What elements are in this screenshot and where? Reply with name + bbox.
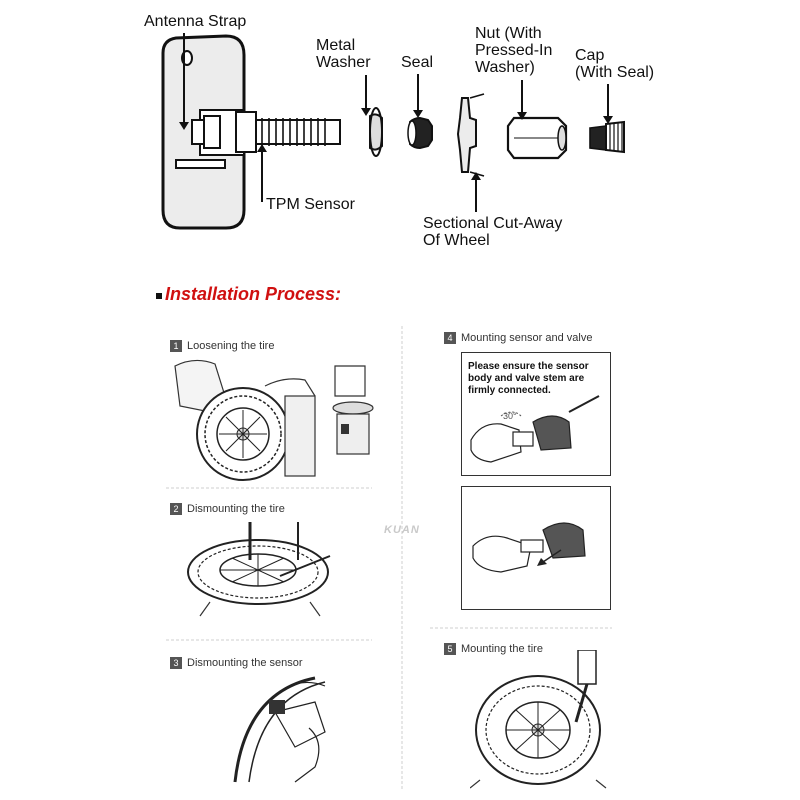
cap <box>589 120 625 154</box>
installation-title-text: Installation Process: <box>165 284 342 304</box>
antenna-strap-label: Antenna Strap <box>144 13 247 30</box>
step-3-label: Dismounting the sensor <box>187 657 303 669</box>
step-1-label: Loosening the tire <box>187 340 275 352</box>
watermark: KUAN <box>384 524 420 536</box>
step-1-number: 1 <box>170 340 182 352</box>
tpm-sensor-label: TPM Sensor <box>266 196 355 213</box>
step-4-note: Please ensure the sensor body and valve … <box>468 361 589 396</box>
angle-label: 30° <box>503 411 517 421</box>
seal-label: Seal <box>401 54 434 71</box>
step-2-caption: 2 Dismounting the tire <box>170 503 285 515</box>
bullet-square <box>156 293 162 299</box>
step-1-caption: 1 Loosening the tire <box>170 340 274 352</box>
step-4-panel-b <box>461 486 611 610</box>
step-2-number: 2 <box>170 503 182 515</box>
nut-label: Nut (With Pressed-In Washer) <box>475 25 553 76</box>
step-2-label: Dismounting the tire <box>187 503 285 515</box>
installation-title: Installation Process: <box>156 284 341 305</box>
step-4-panel-a <box>461 352 611 476</box>
valve-stem <box>255 118 341 146</box>
metal-washer-label: Metal Washer <box>316 37 371 71</box>
step-5-label: Mounting the tire <box>461 643 543 655</box>
step-4-label: Mounting sensor and valve <box>461 332 593 344</box>
step-5-caption: 5 Mounting the tire <box>444 643 543 655</box>
step-5-illustration <box>470 650 607 789</box>
nut <box>506 116 568 160</box>
sectional-cutaway-label: Sectional Cut-Away Of Wheel <box>423 215 563 249</box>
step-4-caption: 4 Mounting sensor and valve <box>444 332 592 344</box>
parts-diagram <box>161 33 625 230</box>
step-1-illustration <box>174 359 374 481</box>
seal <box>407 116 433 150</box>
step-3-illustration <box>233 676 326 783</box>
step-2-illustration <box>187 522 331 617</box>
step-5-number: 5 <box>444 643 456 655</box>
step-3-caption: 3 Dismounting the sensor <box>170 657 303 669</box>
step-4-number: 4 <box>444 332 456 344</box>
cap-label: Cap (With Seal) <box>575 47 655 81</box>
tpm-sensor-body <box>161 34 257 230</box>
metal-washer <box>369 107 383 157</box>
wheel-section <box>456 93 485 177</box>
step-3-number: 3 <box>170 657 182 669</box>
